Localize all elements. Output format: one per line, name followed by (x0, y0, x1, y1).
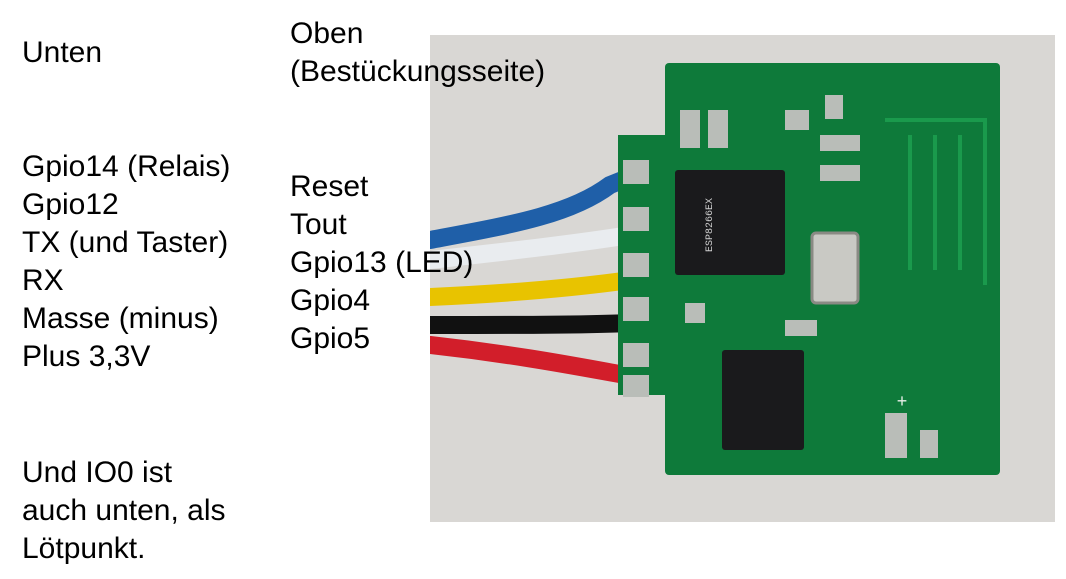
io0-note-line: Lötpunkt. (22, 532, 146, 565)
wire-red (430, 336, 634, 384)
pin-pads (623, 160, 649, 397)
top-side-subheading: (Bestückungsseite) (290, 55, 546, 88)
wire-white (430, 226, 639, 269)
top-pin-label: Reset (290, 170, 369, 203)
module-photo: ESP8266EX + (430, 35, 1055, 522)
top-side-heading: Oben (290, 17, 364, 50)
io0-note-line: Und IO0 ist (22, 456, 173, 489)
wire-black (430, 314, 639, 334)
esp-chip (675, 170, 785, 275)
crystal (810, 231, 860, 305)
top-pin-label: Tout (290, 208, 347, 241)
bottom-pin-label: TX (und Taster) (22, 226, 229, 259)
bottom-pin-label: Plus 3,3V (22, 340, 151, 373)
top-pin-label: Gpio4 (290, 284, 371, 317)
bottom-pin-label: Masse (minus) (22, 302, 219, 335)
smd-components (680, 95, 938, 458)
top-pin-label: Gpio5 (290, 322, 371, 355)
bottom-pin-label: Gpio12 (22, 188, 119, 221)
wire-yellow (430, 271, 639, 306)
flash-chip (722, 350, 804, 450)
top-pin-label: Gpio13 (LED) (290, 246, 474, 279)
wire-blue (430, 166, 644, 249)
bottom-side-heading: Unten (22, 36, 103, 69)
io0-note-line: auch unten, als (22, 494, 226, 527)
esp-chip-label: ESP8266EX (705, 198, 716, 252)
bottom-pin-label: RX (22, 264, 64, 297)
plus-marking: + (897, 391, 908, 411)
bottom-pin-label: Gpio14 (Relais) (22, 150, 231, 183)
antenna-trace (885, 118, 987, 285)
